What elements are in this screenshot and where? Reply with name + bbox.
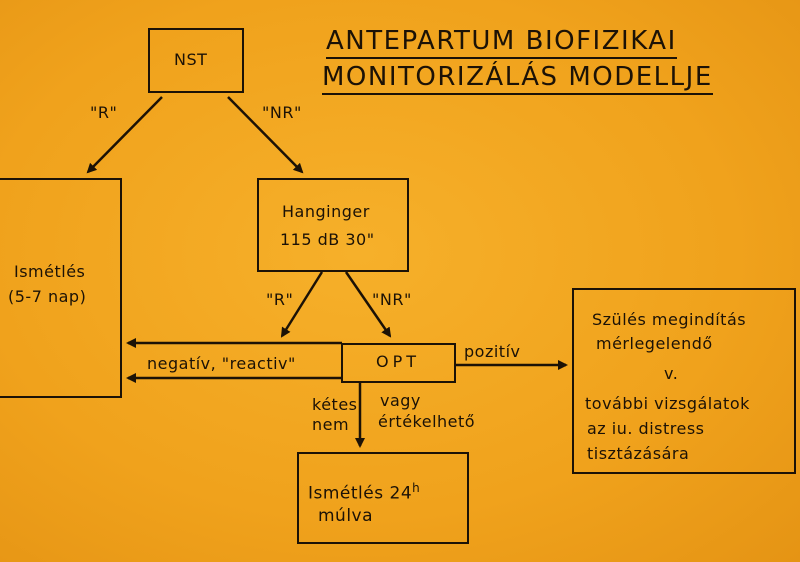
node-szules-line2: mérlegelendő (596, 334, 713, 353)
node-ismetles-line2: (5-7 nap) (8, 287, 87, 306)
arrow-nst-nr (227, 96, 304, 174)
node-szules-line4: további vizsgálatok (585, 394, 750, 413)
edge-nem-label: nem (312, 415, 350, 434)
node-ismetles-24h (297, 452, 469, 544)
arrow-hang-r (280, 271, 324, 338)
title-line-1: ANTEPARTUM BIOFIZIKAI (326, 26, 677, 59)
node-hanginger-line1: Hanginger (282, 202, 370, 221)
node-opt-label: OPT (376, 352, 421, 371)
node-szules-line1: Szülés megindítás (592, 310, 747, 329)
edge-vagy-label: vagy (380, 391, 421, 410)
edge-ertekelheto-label: értékelhető (378, 412, 476, 431)
node-nst (148, 28, 244, 93)
diagram-title-2: MONITORIZÁLÁS MODELLJE (322, 62, 713, 95)
edge-nst-r-label: "R" (90, 103, 118, 122)
node-szules (572, 288, 796, 474)
node-ismetles-line1: Ismétlés (14, 262, 86, 281)
arrow-nst-r (86, 96, 163, 174)
arrow-hang-nr (344, 271, 392, 338)
node-szules-line3: v. (664, 364, 679, 383)
node-ismetles-24h-line2: múlva (318, 506, 374, 526)
node-nst-label: NST (174, 50, 208, 69)
edge-hang-r-label: "R" (266, 290, 294, 309)
edge-ketes-label: kétes (312, 395, 358, 414)
node-hanginger-line2: 115 dB 30" (280, 230, 375, 249)
node-szules-line5: az iu. distress (587, 419, 705, 438)
node-ismetles-24h-text: Ismétlés 24 (308, 483, 413, 504)
node-hanginger (257, 178, 409, 272)
node-opt (341, 343, 456, 383)
edge-negativ-label: negatív, "reactiv" (147, 354, 296, 373)
title-line-2: MONITORIZÁLÁS MODELLJE (322, 62, 713, 95)
diagram-title: ANTEPARTUM BIOFIZIKAI (326, 26, 677, 59)
edge-nst-nr-label: "NR" (262, 103, 302, 122)
node-ismetles-24h-sup: h (412, 481, 421, 495)
node-szules-line6: tisztázására (587, 444, 690, 463)
node-ismetles (0, 178, 122, 398)
edge-pozitiv-label: pozitív (464, 342, 521, 361)
node-ismetles-24h-line1: Ismétlés 24h (308, 478, 420, 504)
edge-hang-nr-label: "NR" (372, 290, 412, 309)
